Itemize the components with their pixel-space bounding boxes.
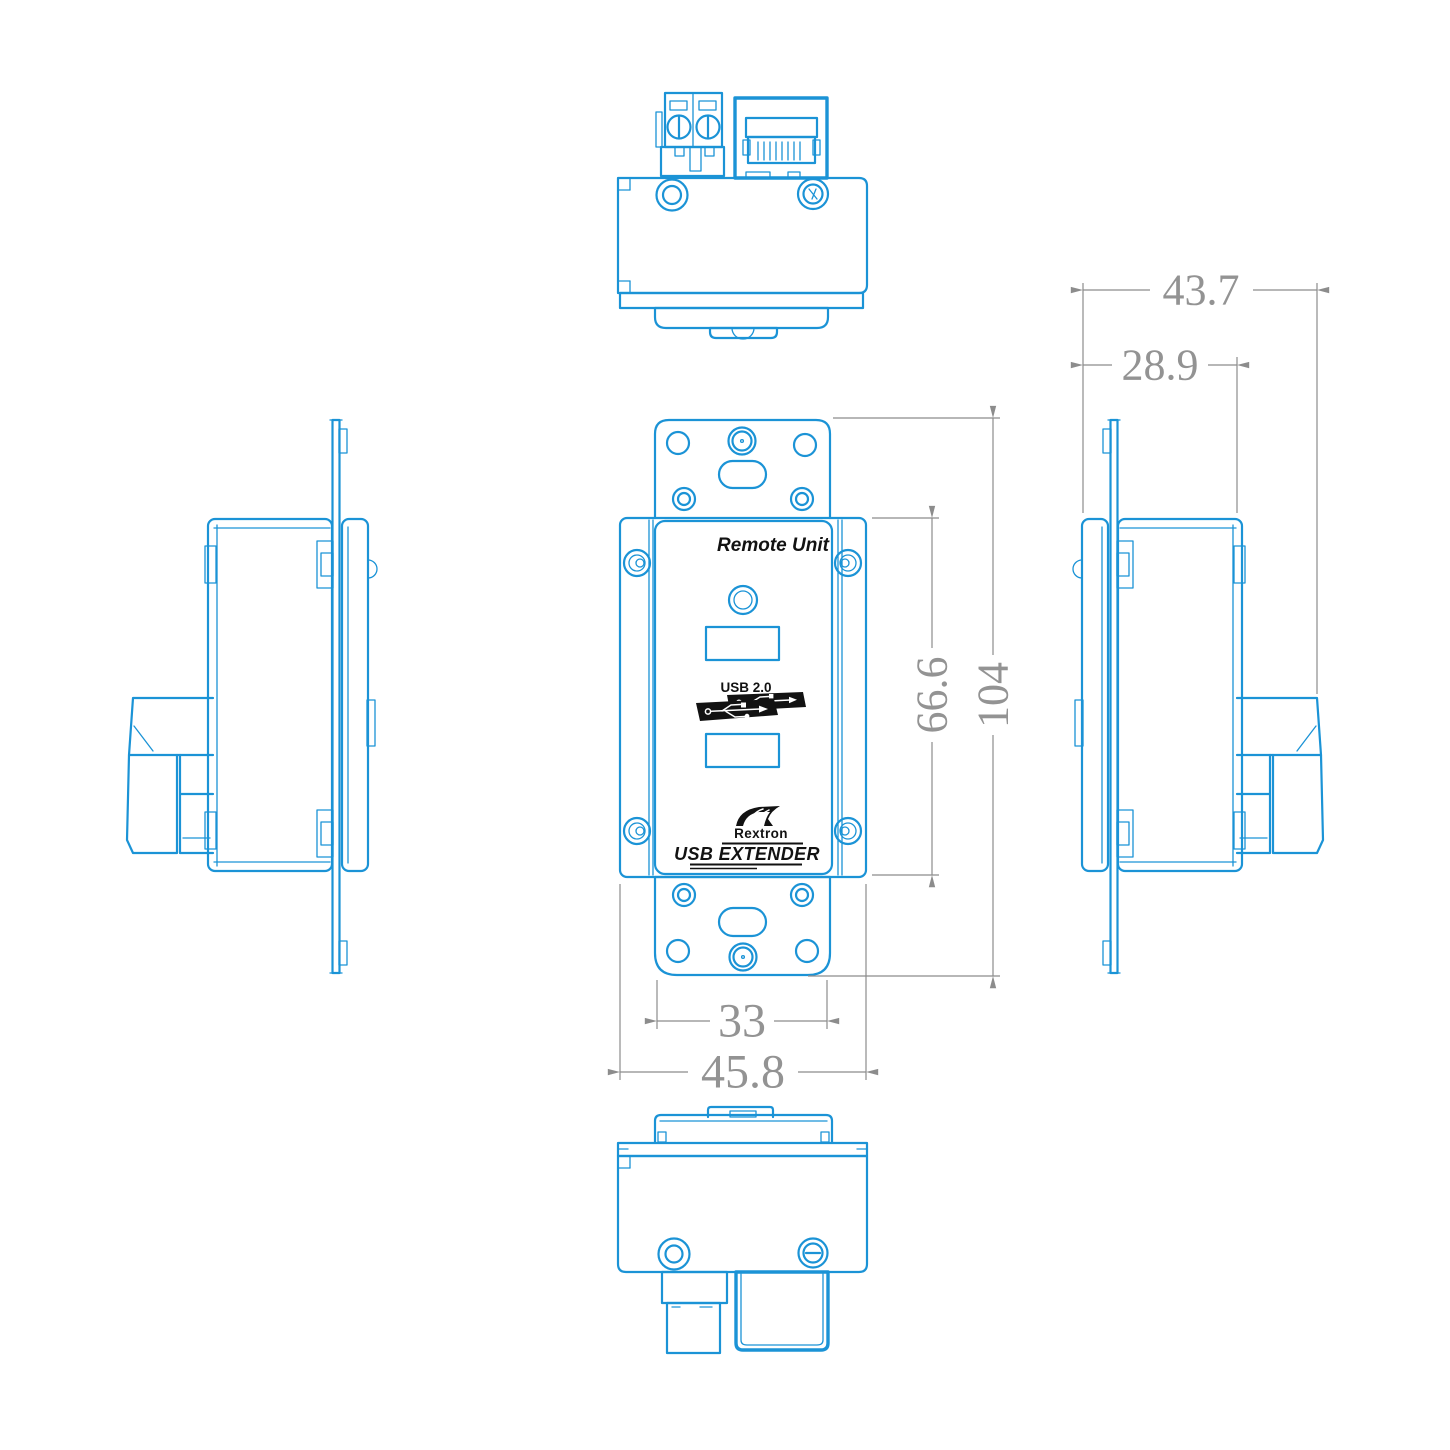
- dim-total-height: 104: [808, 405, 1018, 989]
- usb-logo-icon: [696, 692, 806, 721]
- dim-total-depth: 43.7: [1070, 266, 1330, 694]
- dimensions: 43.7 28.9 66.6 104: [607, 266, 1330, 1099]
- dim-value-faceplate-width: 45.8: [701, 1046, 785, 1099]
- rextron-logo-icon: [736, 806, 780, 827]
- dim-bracket-width: 33: [644, 980, 840, 1048]
- brand-label: Rextron: [734, 826, 788, 841]
- dim-box-depth: 28.9: [1070, 341, 1250, 513]
- top-housing: [616, 176, 869, 340]
- front-bottom-bracket: [653, 875, 832, 977]
- dim-value-total-height: 104: [969, 662, 1018, 728]
- usb-port-top: [704, 625, 781, 662]
- faceplate-screws: [622, 548, 863, 846]
- faceplate: Remote Unit USB 2.0: [618, 516, 868, 879]
- dim-faceplate-width: 45.8: [607, 884, 879, 1099]
- front-view: Remote Unit USB 2.0: [618, 418, 868, 977]
- usb-b-connector: [734, 1270, 830, 1352]
- bottom-view: [616, 1105, 869, 1355]
- usb-version-label: USB 2.0: [720, 680, 771, 695]
- dim-faceplate-height: 66.6: [872, 505, 957, 888]
- remote-unit-label: Remote Unit: [717, 535, 830, 556]
- right-side-view: [1071, 418, 1325, 975]
- front-top-bracket: [653, 418, 832, 520]
- left-side-view: [125, 418, 379, 975]
- dim-value-total-depth: 43.7: [1163, 266, 1240, 315]
- dim-value-box-depth: 28.9: [1122, 341, 1199, 390]
- usb-port-bottom: [704, 732, 781, 769]
- rj45-jack: [733, 96, 829, 180]
- terminal-block-connector: [655, 91, 726, 178]
- dim-value-faceplate-height: 66.6: [908, 657, 957, 734]
- usb-extender-wordmark: USB EXTENDER: [674, 842, 820, 870]
- top-view: [616, 91, 869, 340]
- power-connector: [660, 1270, 729, 1355]
- rj45-pins: [757, 141, 801, 161]
- dim-value-bracket-width: 33: [718, 995, 766, 1048]
- product-label: USB EXTENDER: [674, 844, 820, 864]
